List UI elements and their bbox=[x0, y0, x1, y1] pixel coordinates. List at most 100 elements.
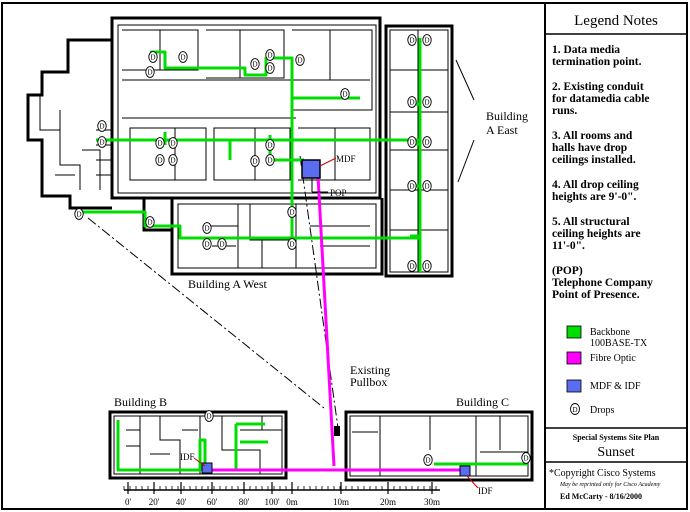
svg-text:D: D bbox=[157, 157, 162, 165]
drop-icon: D bbox=[521, 452, 531, 464]
copyright: *Copyright Cisco Systems bbox=[549, 468, 656, 479]
drop-icon: D bbox=[407, 34, 417, 46]
drop-icon: D bbox=[407, 180, 417, 192]
drop-icon: D bbox=[265, 154, 275, 166]
svg-text:D: D bbox=[267, 65, 272, 73]
scale-label: 20' bbox=[149, 497, 160, 507]
drop-icon: D bbox=[202, 238, 212, 250]
site-name: Sunset bbox=[597, 445, 634, 460]
svg-text:D: D bbox=[267, 52, 272, 60]
svg-text:D: D bbox=[289, 241, 294, 249]
svg-text:D: D bbox=[424, 183, 429, 191]
legend-note-line: (POP) bbox=[552, 265, 583, 277]
drop-icon: D bbox=[265, 62, 275, 74]
legend-note-line: 2. Existing conduit bbox=[552, 81, 644, 93]
drop-icon: D bbox=[265, 49, 275, 61]
idf-closet-b bbox=[201, 462, 213, 474]
legend-note-line: 11'-0". bbox=[552, 240, 585, 252]
scale-label: 100' bbox=[264, 497, 280, 507]
scale-label: 30m bbox=[424, 497, 440, 507]
legend-note-line: runs. bbox=[552, 105, 577, 117]
legend-item-label: Backbone bbox=[590, 327, 631, 338]
drop-icon: D bbox=[74, 208, 84, 220]
svg-text:D: D bbox=[289, 209, 294, 217]
svg-text:D: D bbox=[409, 183, 414, 191]
drop-icon: D bbox=[250, 58, 260, 70]
fibre-optic-run bbox=[208, 175, 466, 472]
svg-text:D: D bbox=[267, 157, 272, 165]
legend-item-label: Drops bbox=[590, 405, 615, 416]
legend-note-line: ceilings installed. bbox=[552, 154, 636, 166]
drop-icon: D bbox=[422, 96, 432, 108]
legend-note-line: 3. All rooms and bbox=[552, 130, 633, 142]
scale-label: 80' bbox=[239, 497, 250, 507]
svg-text:D: D bbox=[252, 61, 257, 69]
author-line: Ed McCarty - 8/16/2000 bbox=[560, 492, 642, 501]
pullbox-symbol bbox=[334, 426, 340, 436]
drop-icon: D bbox=[407, 96, 417, 108]
svg-text:D: D bbox=[424, 37, 429, 45]
svg-text:D: D bbox=[424, 263, 429, 271]
label-building-a-east-line2: A East bbox=[486, 123, 518, 137]
scale-label: 40' bbox=[176, 497, 187, 507]
guide-lines bbox=[87, 155, 339, 429]
closets bbox=[201, 159, 471, 477]
label-pullbox-line1: Existing bbox=[350, 363, 390, 377]
legend-item: D Drops bbox=[570, 403, 615, 416]
scale-label: 20m bbox=[380, 497, 396, 507]
svg-text:D: D bbox=[99, 123, 104, 131]
scale-label: 60' bbox=[207, 497, 218, 507]
legend-item-label: 100BASE-TX bbox=[590, 338, 648, 349]
legend-note-line: Telephone Company bbox=[552, 277, 653, 289]
drop-icon: D bbox=[155, 137, 165, 149]
svg-text:D: D bbox=[424, 139, 429, 147]
svg-text:D: D bbox=[150, 54, 155, 62]
drop-icon: D bbox=[217, 238, 227, 250]
drop-icon: D bbox=[422, 260, 432, 272]
legend-note-line: termination point. bbox=[552, 56, 642, 68]
svg-text:D: D bbox=[572, 406, 577, 414]
svg-text:D: D bbox=[424, 99, 429, 107]
legend-title: Legend Notes bbox=[574, 13, 658, 29]
building-a-west-floorplan bbox=[26, 16, 384, 276]
drop-icon: D bbox=[97, 136, 107, 148]
drop-icon: D bbox=[168, 137, 178, 149]
svg-text:D: D bbox=[99, 139, 104, 147]
legend-note-line: halls have drop bbox=[552, 142, 627, 154]
drop-icon: D bbox=[287, 206, 297, 218]
drop-icon: D bbox=[423, 454, 433, 466]
drop-icon: D bbox=[202, 222, 212, 234]
drop-icon: D bbox=[407, 260, 417, 272]
legend-item-label: Fibre Optic bbox=[590, 353, 636, 364]
drop-icon: D bbox=[204, 410, 214, 422]
label-idf-c: IDF bbox=[478, 486, 493, 496]
label-building-a-east-line1: Building bbox=[486, 109, 528, 123]
drop-icon: D bbox=[155, 154, 165, 166]
drop-icon: D bbox=[265, 139, 275, 151]
drop-symbol-icon bbox=[570, 403, 580, 415]
label-building-a-west: Building A West bbox=[188, 277, 267, 291]
drop-icon: D bbox=[287, 238, 297, 250]
drop-icon: D bbox=[422, 34, 432, 46]
legend-note-line: 1. Data media bbox=[552, 44, 620, 56]
title-block: Special Systems Site Plan Sunset *Copyri… bbox=[545, 427, 687, 501]
svg-text:D: D bbox=[252, 158, 257, 166]
svg-text:D: D bbox=[425, 457, 430, 465]
drop-icon: D bbox=[422, 136, 432, 148]
svg-text:D: D bbox=[409, 263, 414, 271]
svg-text:D: D bbox=[157, 140, 162, 148]
svg-text:D: D bbox=[147, 219, 152, 227]
svg-text:D: D bbox=[409, 99, 414, 107]
label-mdf: MDF bbox=[336, 154, 356, 164]
scale-bar bbox=[123, 482, 440, 494]
svg-text:D: D bbox=[219, 241, 224, 249]
label-pullbox-line2: Pullbox bbox=[350, 375, 387, 389]
svg-text:D: D bbox=[180, 54, 185, 62]
plan-type: Special Systems Site Plan bbox=[573, 433, 660, 442]
drop-icon: D bbox=[407, 136, 417, 148]
